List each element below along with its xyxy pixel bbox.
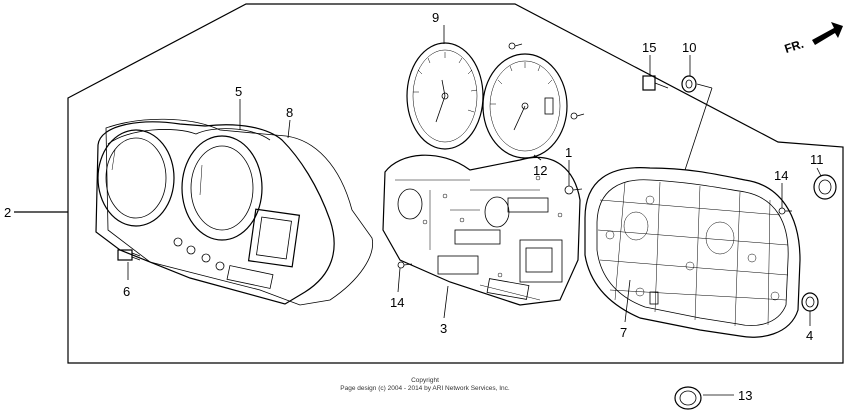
callout-3[interactable]: 3 [440, 321, 447, 336]
lens-glare-2 [199, 164, 203, 196]
callout-15[interactable]: 15 [642, 40, 656, 55]
case-rim [107, 128, 271, 145]
meter-case-outline [95, 121, 335, 305]
callout-5[interactable]: 5 [235, 84, 242, 99]
front-direction-arrow: FR. [783, 22, 843, 56]
meter-case [95, 118, 374, 306]
callout-14-left[interactable]: 14 [390, 295, 404, 310]
callout-2[interactable]: 2 [4, 205, 11, 220]
callout-14-right[interactable]: 14 [774, 168, 788, 183]
tachometer-lens-inner [190, 145, 254, 231]
callout-7[interactable]: 7 [620, 325, 627, 340]
circuit-board [382, 154, 581, 306]
rear-housing [584, 167, 801, 338]
indicator-lamps [173, 237, 274, 289]
lens-glare [111, 149, 116, 171]
callout-6[interactable]: 6 [123, 284, 130, 299]
speedometer-lens [97, 129, 175, 227]
tachometer-gauge [482, 53, 568, 159]
speedometer-gauge [406, 42, 484, 150]
direction-label: FR. [783, 37, 806, 56]
callout-1[interactable]: 1 [565, 145, 572, 160]
lcd-window-inner [256, 216, 292, 260]
screw-1 [564, 185, 583, 195]
callout-10[interactable]: 10 [682, 40, 696, 55]
copyright-notice: Page design (c) 2004 - 2014 by ARI Netwo… [340, 385, 510, 392]
callout-11[interactable]: 11 [810, 152, 824, 167]
socket-13 [674, 386, 702, 410]
callout-9[interactable]: 9 [432, 10, 439, 25]
tachometer-lens [181, 135, 263, 241]
screw-14-left [397, 261, 413, 269]
callout-13[interactable]: 13 [738, 388, 752, 403]
connector-part [117, 249, 141, 261]
screw-15 [642, 75, 669, 91]
assembly-boundary [67, 3, 844, 364]
callout-12[interactable]: 12 [533, 163, 547, 178]
lcd-window [247, 208, 301, 268]
gasket-outline [105, 118, 374, 306]
gauge-screws [508, 42, 585, 120]
washer-10 [681, 75, 697, 93]
grommet-4 [801, 292, 819, 312]
leaders [127, 25, 822, 396]
callout-8[interactable]: 8 [286, 105, 293, 120]
callout-4[interactable]: 4 [806, 328, 813, 343]
grommet-11 [813, 174, 837, 200]
speedometer-lens-inner [105, 137, 167, 219]
copyright-title: Copyright [411, 377, 439, 384]
